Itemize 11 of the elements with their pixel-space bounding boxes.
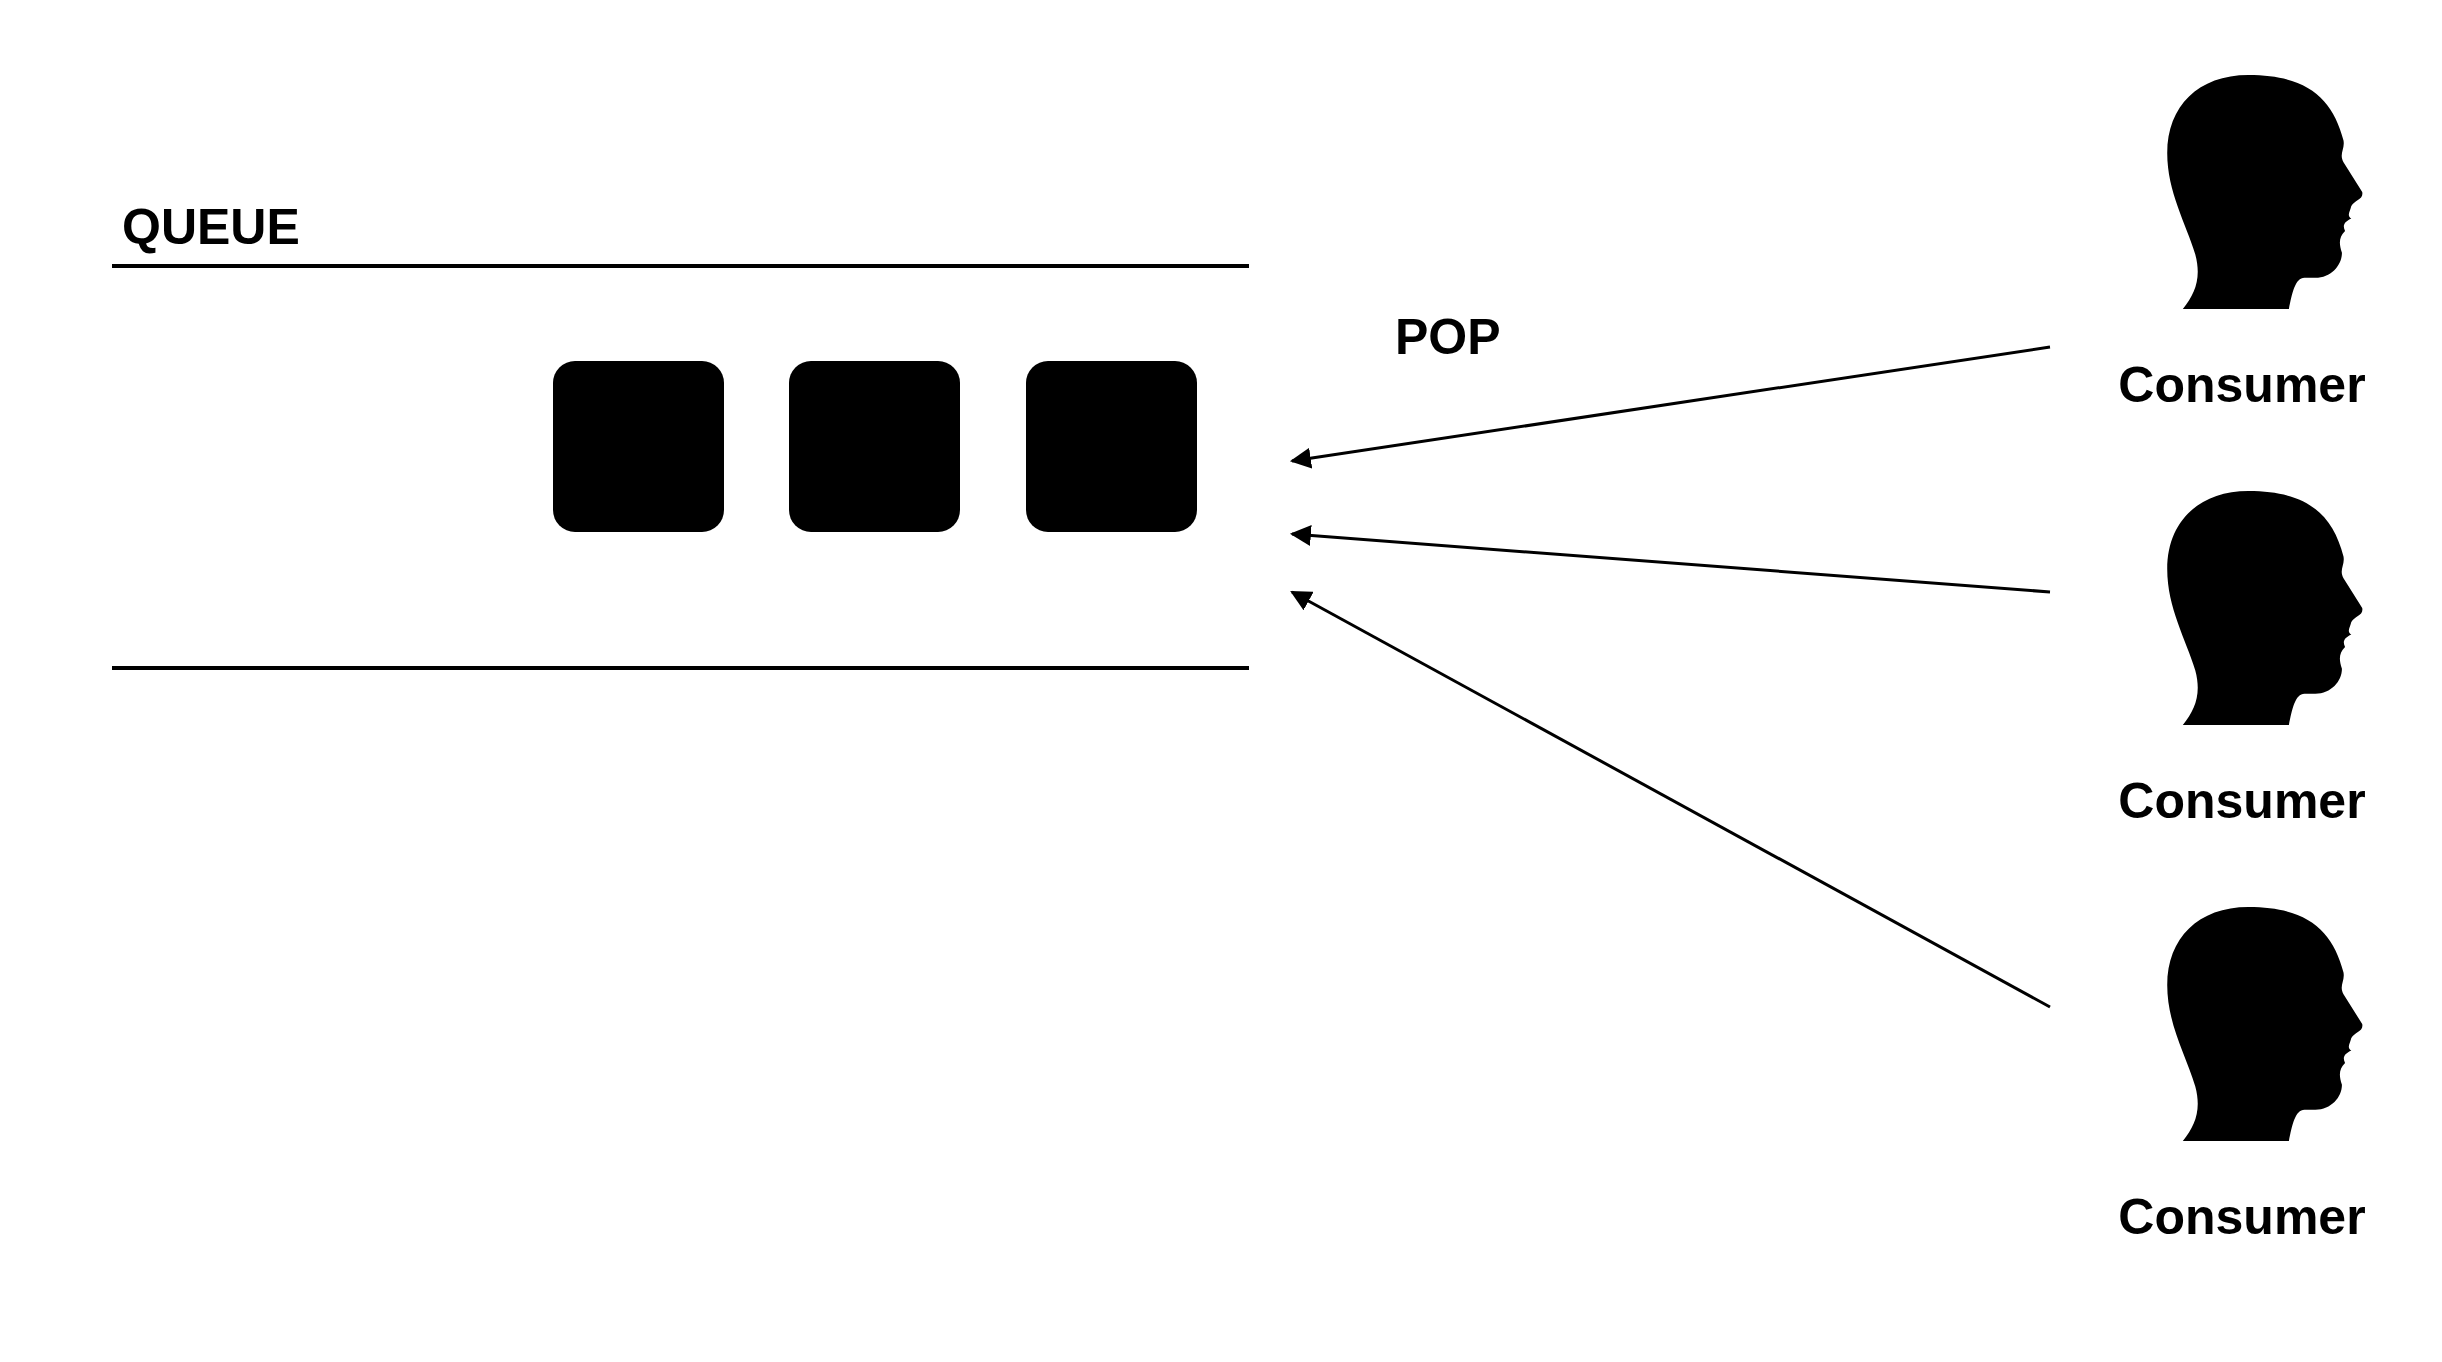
consumer-label: Consumer bbox=[2117, 360, 2367, 410]
arrow bbox=[1289, 524, 2051, 594]
consumer-label: Consumer bbox=[2117, 776, 2367, 826]
action-label: POP bbox=[1395, 312, 1501, 362]
arrow bbox=[1290, 590, 2051, 1009]
queue-item bbox=[553, 361, 724, 532]
queue-item bbox=[789, 361, 960, 532]
queue-title: QUEUE bbox=[122, 202, 300, 252]
consumer-label: Consumer bbox=[2117, 1192, 2367, 1242]
arrow bbox=[1289, 345, 2051, 469]
queue-item bbox=[1026, 361, 1197, 532]
